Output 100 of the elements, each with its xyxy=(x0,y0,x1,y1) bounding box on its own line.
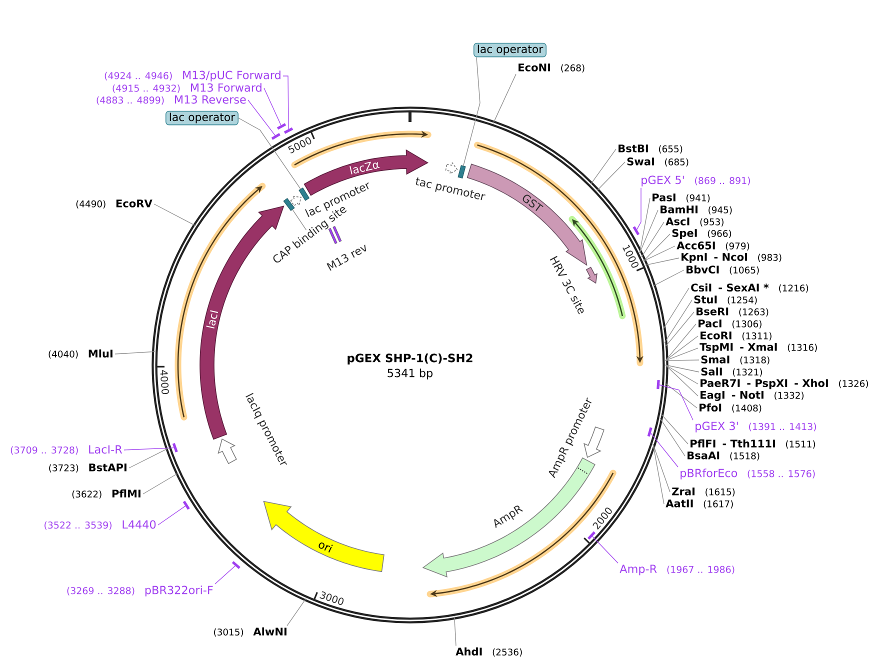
leader-line xyxy=(158,506,186,526)
primer-label: pBRforEco (1558 .. 1576) xyxy=(680,468,815,480)
leader-line xyxy=(596,162,626,192)
leader-line xyxy=(636,188,642,230)
leader-line xyxy=(492,74,516,124)
leader-line xyxy=(128,448,169,468)
leader-line xyxy=(664,300,692,344)
tick-label: 4000 xyxy=(160,370,169,394)
leader-line xyxy=(643,234,670,262)
enzyme-label: SwaI (685) xyxy=(627,158,688,167)
primer-label: (4924 .. 4946) M13/pUC Forward xyxy=(104,70,280,82)
leader-line xyxy=(454,616,456,646)
primer-label: (3269 .. 3288) pBR322ori-F xyxy=(67,586,213,596)
enzyme-label: PasI (941) xyxy=(652,194,710,202)
enzyme-label: Acc65I (979) xyxy=(676,241,750,251)
primer-mark xyxy=(271,133,280,140)
tick-label: 3000 xyxy=(320,591,344,605)
leader-line xyxy=(665,360,700,361)
primer-label: (3709 .. 3728) LacI-R xyxy=(10,445,122,455)
leader-line xyxy=(665,348,698,361)
primer-mark xyxy=(656,380,660,390)
enzyme-label: TspMI - XmaI (1316) xyxy=(700,343,817,353)
leader-line xyxy=(660,413,688,444)
enzyme-label: ZraI (1615) xyxy=(672,488,735,496)
enzyme-label: SmaI (1318) xyxy=(701,356,770,365)
leader-line xyxy=(592,536,618,564)
leader-line xyxy=(114,351,156,354)
primer-mark xyxy=(172,443,178,452)
callout-label: lac operator xyxy=(165,110,239,126)
enzyme-label: KpnI - NcoI (983) xyxy=(682,253,782,263)
leader-line xyxy=(652,270,684,286)
leader-line xyxy=(650,432,678,468)
enzyme-label: EcoRI (1311) xyxy=(700,332,772,340)
leader-line xyxy=(124,447,174,450)
leader-line xyxy=(154,204,196,226)
enzyme-label: PfoI (1408) xyxy=(700,403,762,413)
leader-line xyxy=(639,210,658,254)
primer-label: pGEX 3' (1391 .. 1413) xyxy=(696,422,816,432)
leader-line xyxy=(644,258,680,266)
tick-label: 1000 xyxy=(622,244,638,268)
leader-line xyxy=(665,364,700,372)
leader-line xyxy=(264,88,282,126)
enzyme-label: (3622) PflMI xyxy=(72,489,140,499)
leader-line xyxy=(286,598,306,626)
leader-line xyxy=(662,288,690,330)
leader-line xyxy=(652,444,670,492)
callout-label: lac operator xyxy=(473,42,547,58)
leader-line xyxy=(292,209,307,230)
leader-line xyxy=(660,418,686,456)
primer-label: (3522 .. 3539) L4440 xyxy=(44,520,156,530)
leader-line xyxy=(652,444,664,504)
feature-box xyxy=(458,165,466,179)
enzyme-label: CsiI - SexAI * (1216) xyxy=(691,283,808,293)
enzyme-label: SpeI (966) xyxy=(672,229,732,240)
primer-label: pGEX 5' (869 .. 891) xyxy=(642,176,750,186)
leader-line xyxy=(659,384,694,420)
map-title: pGEX SHP-1(C)-SH2 xyxy=(348,353,472,365)
primer-mark xyxy=(276,123,286,130)
leader-line xyxy=(664,312,694,348)
leader-line xyxy=(643,246,676,262)
leader-line xyxy=(142,472,179,494)
enzyme-label: AscI (953) xyxy=(666,218,724,226)
feature-box xyxy=(298,188,310,201)
enzyme-label: BstBI (655) xyxy=(618,144,682,154)
enzyme-label: (4040) MluI xyxy=(48,349,112,359)
enzyme-label: BsaAI (1518) xyxy=(688,452,760,460)
primer-mark xyxy=(284,127,294,134)
enzyme-label: PflFI - Tth111I (1511) xyxy=(690,439,816,449)
leader-line xyxy=(665,336,698,361)
feature-label: M13 rev xyxy=(326,244,366,271)
leader-line xyxy=(641,222,664,258)
primer-mark xyxy=(232,561,240,569)
enzyme-label: AatII (1617) xyxy=(666,500,733,508)
primer-label: (4883 .. 4899) M13 Reverse xyxy=(96,95,246,105)
leader-line xyxy=(590,148,616,185)
enzyme-label: AhdI (2536) xyxy=(456,647,522,657)
enzyme-label: PacI (1306) xyxy=(698,320,762,328)
enzyme-label: (3015) AlwNI xyxy=(214,627,286,637)
enzyme-label: BseRI (1263) xyxy=(696,308,768,316)
leader-line xyxy=(238,118,302,190)
leader-line xyxy=(665,364,698,396)
enzyme-label: EcoNI (268) xyxy=(518,64,584,72)
primer-label: Amp-R (1967 .. 1986) xyxy=(620,564,734,576)
enzyme-label: EagI - NotI (1332) xyxy=(700,391,804,401)
leader-line xyxy=(664,382,698,408)
enzyme-label: (3723) BstAPI xyxy=(49,464,126,472)
enzyme-label: StuI (1254) xyxy=(694,296,757,305)
primer-mark xyxy=(588,531,596,540)
leader-line xyxy=(462,56,480,166)
primer-mark xyxy=(647,427,652,437)
leader-line xyxy=(665,324,696,361)
leader-line xyxy=(248,100,276,136)
leader-line xyxy=(639,198,650,254)
enzyme-label: BamHI (945) xyxy=(660,206,732,214)
enzyme-label: BbvCI (1065) xyxy=(686,265,759,275)
primer-mark xyxy=(182,500,190,510)
leader-line xyxy=(282,76,289,130)
leader-line xyxy=(665,364,698,384)
sequence-length: 5341 bp xyxy=(388,368,433,380)
enzyme-label: (4490) EcoRV xyxy=(76,200,152,208)
